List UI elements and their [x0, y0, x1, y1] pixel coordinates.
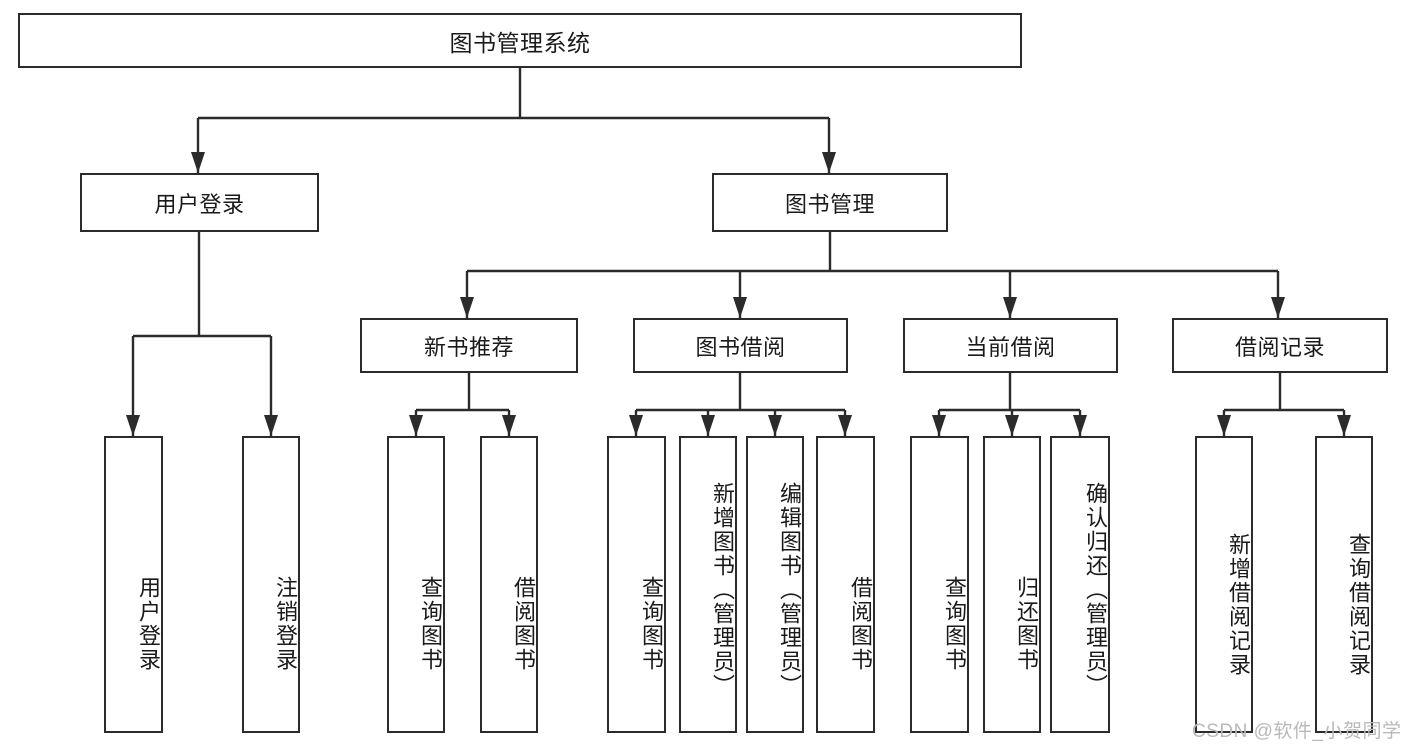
- node-label: 用户登录: [154, 191, 245, 217]
- node-borrow-record[interactable]: 借阅记录: [1172, 318, 1388, 373]
- leaf-edit-book-admin[interactable]: 编辑图书（管理员）: [746, 436, 804, 733]
- node-label: 新增图书（管理员）: [710, 481, 735, 698]
- node-label: 图书管理系统: [449, 29, 591, 56]
- node-label: 查询借阅记录: [1346, 532, 1371, 677]
- leaf-query-borrow-record[interactable]: 查询借阅记录: [1315, 436, 1373, 733]
- node-label: 查询图书: [639, 575, 664, 672]
- node-current-borrow[interactable]: 当前借阅: [903, 318, 1118, 373]
- node-label: 新增借阅记录: [1226, 532, 1251, 677]
- leaf-borrow-book[interactable]: 借阅图书: [816, 436, 875, 733]
- node-label: 确认归还（管理员）: [1083, 481, 1108, 698]
- leaf-query-book-recommend[interactable]: 查询图书: [387, 436, 445, 733]
- watermark-text: CSDN @软件_小贺同学: [1192, 721, 1402, 742]
- node-label: 借阅图书: [511, 575, 536, 672]
- node-label: 新书推荐: [423, 334, 514, 360]
- leaf-return-book[interactable]: 归还图书: [983, 436, 1041, 733]
- node-label: 图书借阅: [695, 334, 786, 360]
- node-label: 借阅图书: [848, 575, 873, 672]
- leaf-borrow-book-recommend[interactable]: 借阅图书: [480, 436, 538, 733]
- leaf-logout[interactable]: 注销登录: [242, 436, 300, 733]
- node-book-management[interactable]: 图书管理: [712, 173, 948, 232]
- leaf-confirm-return-admin[interactable]: 确认归还（管理员）: [1050, 436, 1110, 733]
- node-label: 用户登录: [136, 575, 161, 672]
- node-user-login[interactable]: 用户登录: [80, 173, 319, 232]
- leaf-user-login[interactable]: 用户登录: [104, 436, 163, 733]
- node-label: 图书管理: [784, 191, 875, 217]
- node-root-book-management-system[interactable]: 图书管理系统: [18, 13, 1022, 68]
- node-label: 当前借阅: [965, 334, 1056, 360]
- node-label: 借阅记录: [1234, 334, 1325, 360]
- node-book-borrow[interactable]: 图书借阅: [633, 318, 848, 373]
- leaf-query-book-borrow[interactable]: 查询图书: [607, 436, 666, 733]
- node-label: 查询图书: [418, 575, 443, 672]
- node-label: 注销登录: [273, 575, 298, 672]
- node-label: 查询图书: [942, 575, 967, 672]
- leaf-query-book-current[interactable]: 查询图书: [910, 436, 969, 733]
- node-label: 编辑图书（管理员）: [777, 481, 802, 698]
- node-new-book-recommend[interactable]: 新书推荐: [360, 318, 578, 373]
- leaf-add-borrow-record[interactable]: 新增借阅记录: [1195, 436, 1253, 733]
- leaf-add-book-admin[interactable]: 新增图书（管理员）: [679, 436, 737, 733]
- node-label: 归还图书: [1014, 575, 1039, 672]
